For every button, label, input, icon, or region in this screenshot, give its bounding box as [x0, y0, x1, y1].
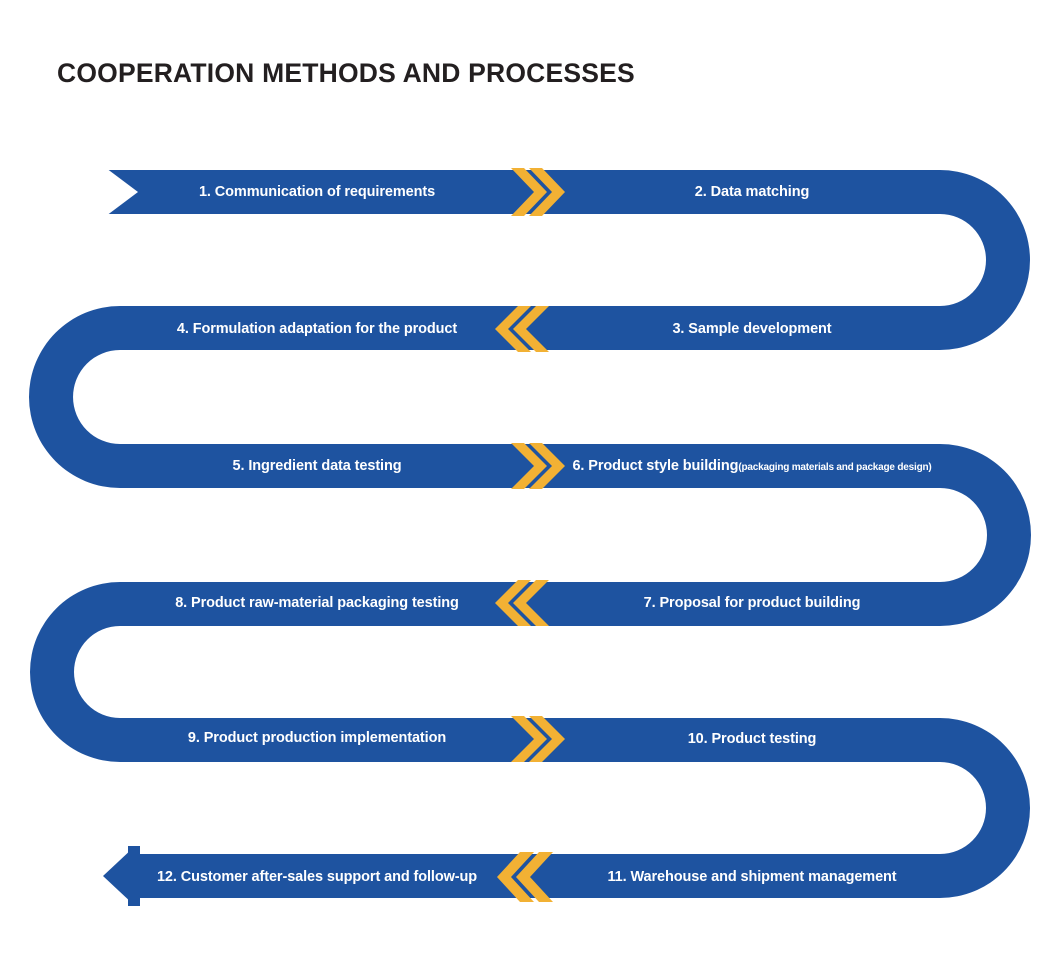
- step-12-text: 12. Customer after-sales support and fol…: [156, 868, 478, 885]
- step-3-text: 3. Sample development: [672, 320, 832, 337]
- chevron-markers: [495, 168, 565, 902]
- step-8-text: 8. Product raw-material packaging testin…: [175, 594, 459, 611]
- end-arrowhead-icon: [103, 846, 135, 906]
- step-label-8: 8. Product raw-material packaging testin…: [175, 596, 459, 611]
- step-label-9: 9. Product production implementation: [188, 731, 446, 746]
- step-label-2: 2. Data matching: [694, 183, 810, 200]
- row2-chevron-left-icon: [495, 306, 549, 352]
- step-9-text: 9. Product production implementation: [187, 729, 447, 746]
- row3-chevron-right-icon: [511, 443, 565, 489]
- step-label-1: 1. Communication of requirements: [199, 185, 435, 200]
- row5-chevron-right-icon: [511, 716, 565, 762]
- ribbon-blue-path: [29, 170, 1031, 906]
- step-7-text: 7. Proposal for product building: [643, 594, 861, 611]
- step-label-7: 7. Proposal for product building: [644, 596, 861, 611]
- step-2-text: 2. Data matching: [694, 183, 810, 200]
- step-label-5: 5. Ingredient data testing: [232, 459, 401, 474]
- step-11-text: 11. Warehouse and shipment management: [607, 868, 897, 885]
- step-1-text: 1. Communication of requirements: [198, 183, 436, 200]
- step-10-text: 10. Product testing: [687, 730, 817, 747]
- page-title: COOPERATION METHODS AND PROCESSES: [57, 58, 635, 88]
- step-label-11: 11. Warehouse and shipment management: [607, 870, 896, 885]
- step-4-text: 4. Formulation adaptation for the produc…: [176, 320, 458, 337]
- start-notch-icon: [106, 168, 138, 216]
- row1-chevron-right-icon: [511, 168, 565, 216]
- step-6-text: 6. Product style building: [572, 457, 739, 474]
- step-label-6: 6. Product style building(packaging mate…: [572, 459, 931, 474]
- step-label-3: 3. Sample development: [672, 322, 831, 337]
- step-6-note: (packaging materials and package design): [738, 461, 932, 473]
- step-5-text: 5. Ingredient data testing: [232, 457, 402, 474]
- row4-chevron-left-icon: [495, 580, 549, 626]
- step-label-12: 12. Customer after-sales support and fol…: [157, 870, 477, 885]
- step-label-4: 4. Formulation adaptation for the produc…: [177, 322, 457, 337]
- row6-chevron-left-icon: [497, 852, 553, 902]
- step-label-10: 10. Product testing: [688, 732, 817, 747]
